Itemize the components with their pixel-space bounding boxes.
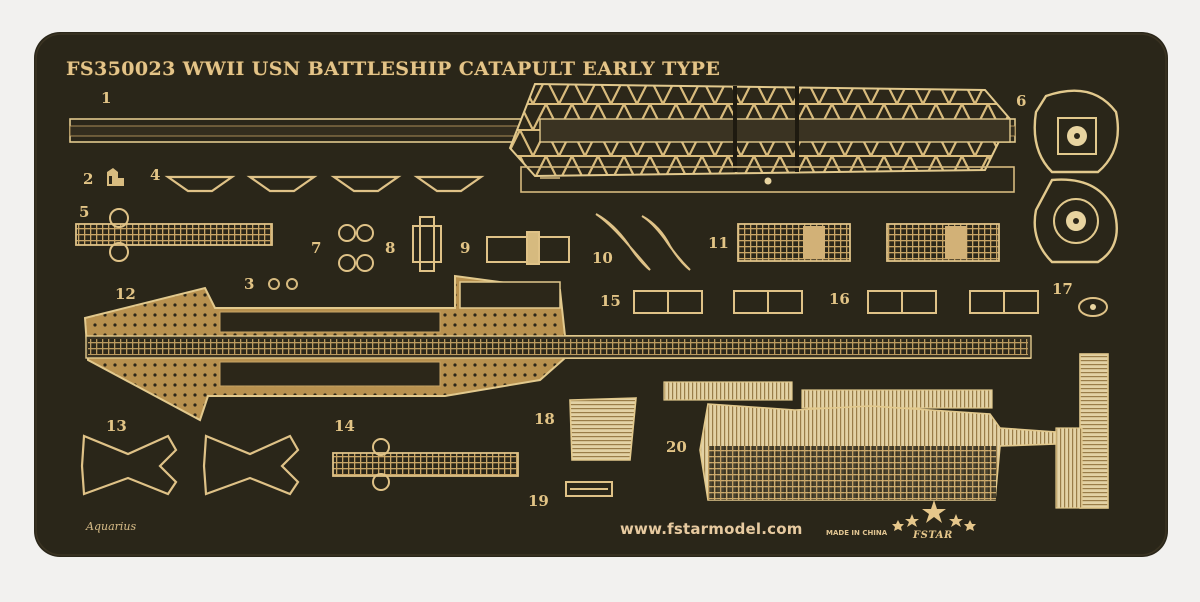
designer-signature: Aquarius bbox=[86, 520, 137, 533]
part-number-label: 12 bbox=[115, 285, 136, 303]
part-number-label: 20 bbox=[666, 438, 687, 456]
part-number-label: 2 bbox=[83, 170, 94, 188]
part-number-label: 13 bbox=[106, 417, 127, 435]
part-4-brackets bbox=[164, 175, 485, 193]
part-17-disc bbox=[1078, 297, 1108, 317]
part-1-catapult-track bbox=[69, 82, 1016, 193]
part-5-rail bbox=[75, 208, 273, 262]
part-13-end-frames bbox=[80, 434, 300, 496]
part-20-deck-grating bbox=[663, 353, 1109, 509]
fstar-stars-logo bbox=[892, 500, 976, 531]
part-15-frames bbox=[633, 290, 803, 314]
part-number-label: 18 bbox=[534, 410, 555, 428]
part-12-catapult-body bbox=[83, 274, 1032, 422]
part-number-label: 6 bbox=[1016, 92, 1027, 110]
part-7-wheels bbox=[338, 224, 374, 272]
fret-frame bbox=[35, 33, 1167, 556]
part-9-plate bbox=[486, 231, 570, 265]
part-number-label: 10 bbox=[592, 249, 613, 267]
part-number-label: 14 bbox=[334, 417, 355, 435]
part-3-washers bbox=[268, 278, 298, 290]
part-number-label: 3 bbox=[244, 275, 255, 293]
part-number-label: 11 bbox=[708, 234, 729, 252]
part-number-label: 19 bbox=[528, 492, 549, 510]
brand-website: www.fstarmodel.com bbox=[620, 520, 803, 538]
part-number-label: 15 bbox=[600, 292, 621, 310]
part-11-grating-panels bbox=[737, 223, 1000, 262]
part-number-label: 16 bbox=[829, 290, 850, 308]
part-number-label: 8 bbox=[385, 239, 396, 257]
part-2-bracket bbox=[107, 168, 124, 186]
made-in-label: MADE IN CHINA bbox=[826, 529, 888, 537]
part-number-label: 1 bbox=[101, 89, 112, 107]
part-16-frames bbox=[867, 290, 1039, 314]
fret-title: FS350023 WWII USN BATTLESHIP CATAPULT EA… bbox=[66, 58, 721, 80]
part-number-label: 7 bbox=[311, 239, 322, 257]
part-number-label: 17 bbox=[1052, 280, 1073, 298]
part-10-propellers bbox=[595, 213, 691, 271]
part-number-label: 4 bbox=[150, 166, 161, 184]
fstar-brand-label: FSTAR bbox=[913, 530, 953, 541]
part-14-rail bbox=[332, 438, 519, 491]
part-6-turntable bbox=[1033, 89, 1120, 264]
part-19-clip bbox=[565, 481, 613, 497]
part-number-label: 5 bbox=[79, 203, 90, 221]
part-8-cross-plate bbox=[412, 216, 442, 272]
part-18-grille bbox=[569, 397, 637, 461]
part-number-label: 9 bbox=[460, 239, 471, 257]
